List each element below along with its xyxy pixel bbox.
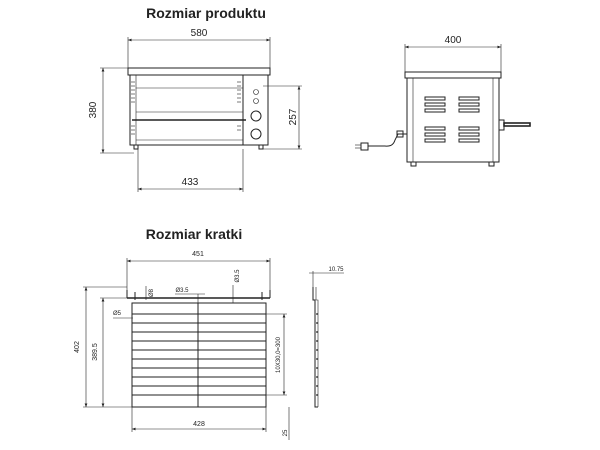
product-side-view	[355, 71, 531, 167]
grate-inner-height-label: 389.5	[92, 343, 99, 361]
grate-top-diameter-label: Ø3.5	[235, 269, 241, 283]
product-width-label: 580	[191, 28, 208, 39]
grate-front-view	[126, 290, 271, 408]
grate-dimension-lines	[83, 258, 287, 432]
grate-total-height-label: 402	[74, 341, 81, 353]
grate-rod-spacing-label: 10X30,0=300	[276, 336, 282, 373]
control-knob-icon	[250, 128, 262, 140]
grate-bottom-offset-label: 25	[283, 429, 289, 436]
product-inner-width-label: 433	[182, 177, 199, 188]
indicator-light-icon	[253, 89, 259, 95]
grate-hook-diameter-label: Ø8	[149, 288, 155, 297]
grate-side-view	[288, 271, 344, 440]
grate-side-diameter-label: Ø5	[113, 311, 122, 317]
grate-size-title: Rozmiar kratki	[146, 226, 242, 242]
product-depth-label: 400	[445, 35, 462, 46]
indicator-light-icon	[253, 98, 259, 104]
product-front-view	[127, 67, 271, 150]
grate-side-width-label: 10.75	[328, 267, 344, 273]
grate-bottom-width-label: 428	[193, 421, 205, 428]
grate-top-width-label: 451	[192, 251, 204, 258]
product-inner-height-label: 257	[288, 108, 299, 125]
control-knob-icon	[250, 110, 262, 122]
product-dimension-lines	[100, 37, 302, 192]
product-size-title: Rozmiar produktu	[146, 5, 266, 21]
product-height-label: 380	[88, 101, 99, 118]
grate-rod-diameter-label: Ø3.5	[175, 288, 189, 294]
